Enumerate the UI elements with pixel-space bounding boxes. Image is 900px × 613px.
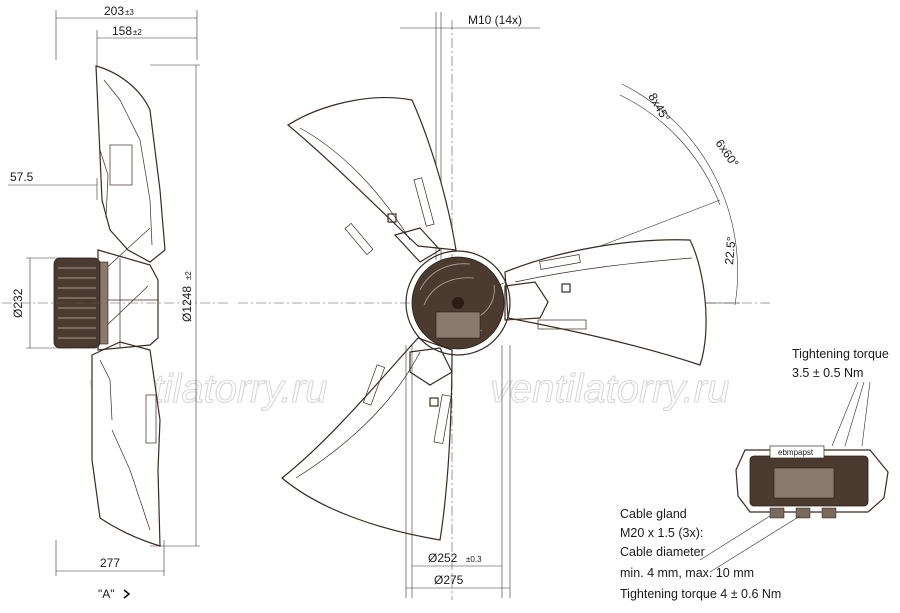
dim-203: 203 bbox=[104, 4, 124, 18]
chevron-right-icon bbox=[123, 589, 131, 599]
front-view: M10 (14x) 8x45° 6x60° 22.5° bbox=[238, 12, 770, 600]
dim-275: Ø275 bbox=[434, 573, 464, 587]
dim-158: 158 bbox=[112, 24, 132, 38]
angle-8x45: 8x45° bbox=[645, 91, 673, 125]
brand-label: ebmpapst bbox=[778, 448, 814, 457]
dim-232: Ø232 bbox=[11, 288, 25, 318]
terminal-box-detail: Tightening torque 3.5 ± 0.5 Nm ebmpapst … bbox=[620, 347, 889, 601]
angle-22-5: 22.5° bbox=[722, 236, 738, 265]
dim-203-tol: ±3 bbox=[125, 8, 134, 17]
cable-gland-line3: Cable diameter bbox=[620, 545, 705, 559]
dim-277: 277 bbox=[100, 556, 120, 570]
dim-57-5: 57.5 bbox=[10, 170, 34, 184]
torque-title: Tightening torque bbox=[792, 347, 889, 361]
dim-m10: M10 (14x) bbox=[468, 13, 522, 27]
torque-value: 3.5 ± 0.5 Nm bbox=[792, 366, 863, 380]
view-a-label: "A" bbox=[98, 587, 115, 601]
side-view: 203 ±3 158 ±2 57.5 Ø232 Ø1248 ±2 277 "A" bbox=[2, 4, 230, 601]
angle-6x60: 6x60° bbox=[713, 137, 742, 170]
dim-1248-tol: ±2 bbox=[184, 271, 193, 280]
cable-gland-line1: Cable gland bbox=[620, 507, 687, 521]
dim-252-tol: ±0.3 bbox=[466, 555, 482, 564]
watermark-right: ventilatorry.ru bbox=[490, 367, 729, 411]
dim-158-tol: ±2 bbox=[133, 28, 142, 37]
dim-252: Ø252 bbox=[428, 551, 458, 565]
cable-gland-line4: min. 4 mm, max. 10 mm bbox=[620, 566, 754, 580]
cable-gland-line2: M20 x 1.5 (3x): bbox=[620, 526, 703, 540]
cable-gland-line5: Tightening torque 4 ± 0.6 Nm bbox=[620, 587, 781, 601]
dim-1248: Ø1248 bbox=[180, 286, 194, 322]
